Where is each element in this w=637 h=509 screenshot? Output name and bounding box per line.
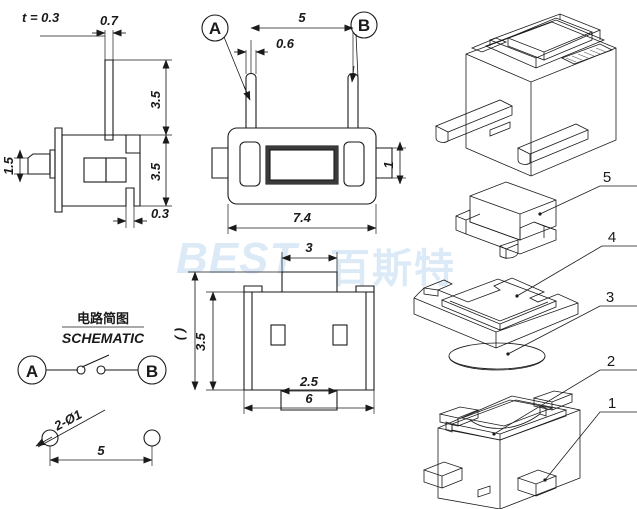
side-thickness-label: t = 0.3	[22, 10, 60, 25]
hole-pattern-group: 2-Ø1 5	[35, 407, 161, 466]
front-tab-height-label: 1	[381, 161, 396, 168]
exploded-part-5-actuator	[455, 181, 557, 259]
schematic-node-b-label: B	[146, 362, 158, 381]
hole-pattern-label: 2-Ø1	[51, 407, 84, 434]
exploded-part-3-dome	[448, 342, 546, 371]
side-pin-width-label: 0.7	[100, 13, 119, 28]
bottom-top-width-label: 3	[305, 240, 313, 255]
callout-number-3: 3	[606, 289, 614, 306]
front-terminal-a-label: A	[209, 19, 221, 38]
schematic-node-a-label: A	[26, 362, 38, 381]
side-view-group: t = 0.3 0.7 3.5 3.5 1.5	[1, 10, 172, 228]
exploded-part-1-base	[422, 390, 581, 509]
schematic-title-en: SCHEMATIC	[62, 330, 145, 346]
callout-number-5: 5	[603, 169, 611, 186]
isometric-assembly-view	[435, 13, 617, 177]
schematic-group: 电路简图 SCHEMATIC A B	[17, 311, 167, 385]
callout-number-2: 2	[607, 353, 615, 370]
schematic-title-cjk: 电路简图	[77, 311, 129, 327]
front-pin-thickness-label: 0.6	[276, 36, 295, 51]
front-terminal-b-label: B	[358, 16, 370, 35]
side-boss-height-label: 1.5	[1, 156, 16, 175]
side-body-height-label: 3.5	[148, 162, 163, 181]
side-pin-height-label: 3.5	[148, 90, 163, 109]
front-view-group: A B 5 0.6 1	[201, 10, 406, 234]
callout-group: 5 4 3 2 1	[492, 169, 637, 482]
bottom-view-group: 3 3.5 ( ) 2.5 6	[172, 240, 375, 414]
hole-pattern-pitch-label: 5	[97, 443, 105, 458]
callout-number-1: 1	[608, 395, 616, 412]
bottom-overall-width-label: 6	[305, 391, 313, 406]
side-offset-label: 0.3	[151, 206, 170, 221]
front-pin-pitch-label: 5	[298, 10, 306, 25]
exploded-part-4-cover	[413, 277, 579, 349]
callout-number-4: 4	[608, 229, 616, 246]
front-overall-width-label: 7.4	[293, 210, 312, 225]
bottom-height-ref-label: ( )	[172, 328, 187, 340]
bottom-notch-width-label: 2.5	[299, 374, 319, 389]
